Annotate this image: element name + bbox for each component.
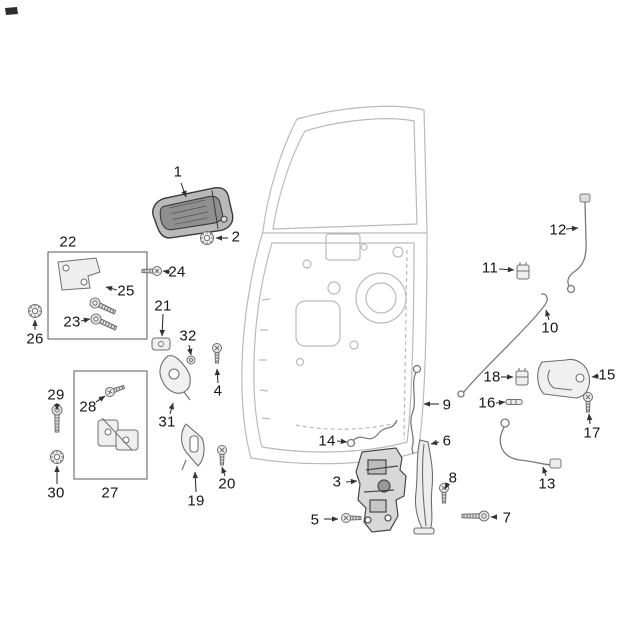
part-drawing-11 (516, 261, 530, 280)
part-drawing-24 (141, 266, 162, 276)
part-label-3: 3 (332, 473, 342, 491)
part-label-18: 18 (483, 368, 501, 386)
part-label-20: 20 (218, 475, 236, 493)
part-drawing-12 (566, 193, 591, 294)
callout-arrow-11 (498, 266, 515, 273)
part-label-16: 16 (478, 394, 496, 412)
part-drawing-13 (499, 418, 562, 469)
callout-arrow-25 (105, 285, 118, 292)
part-drawing-10 (457, 293, 548, 398)
part-label-31: 31 (158, 413, 176, 431)
part-drawing-17 (583, 392, 593, 413)
part-label-2: 2 (231, 228, 241, 246)
grouping-box-27 (73, 370, 148, 480)
part-drawing-25 (57, 257, 101, 291)
part-drawing-7 (461, 510, 490, 522)
callout-arrow-4 (214, 368, 221, 384)
part-label-26: 26 (26, 330, 44, 348)
part-drawing-14 (346, 419, 398, 448)
part-drawing-16 (505, 399, 523, 405)
part-label-23: 23 (63, 313, 81, 331)
part-drawing-8 (439, 483, 449, 504)
part-label-7: 7 (502, 509, 512, 527)
callout-arrow-19 (192, 471, 199, 493)
part-label-5: 5 (310, 511, 320, 529)
part-label-13: 13 (538, 475, 556, 493)
part-label-12: 12 (549, 221, 567, 239)
part-drawing-9 (410, 364, 422, 455)
part-label-9: 9 (442, 396, 452, 414)
part-label-8: 8 (448, 469, 458, 487)
callout-arrow-32 (187, 344, 193, 356)
part-drawing-20 (217, 445, 227, 466)
callout-arrow-14 (336, 438, 348, 445)
part-label-22: 22 (59, 233, 77, 251)
part-label-1: 1 (173, 163, 183, 181)
part-label-28: 28 (79, 398, 97, 416)
part-label-6: 6 (442, 432, 452, 450)
callout-arrow-20 (221, 466, 227, 477)
callout-arrow-10 (545, 309, 551, 321)
part-drawing-28 (103, 382, 127, 399)
callout-arrow-16 (495, 399, 506, 406)
callout-arrow-13 (542, 466, 548, 477)
callout-arrow-24 (162, 269, 171, 275)
part-drawing-15 (537, 358, 591, 399)
callout-arrow-23 (80, 317, 91, 324)
callout-arrow-15 (591, 373, 600, 379)
part-drawing-4 (212, 343, 222, 364)
part-label-15: 15 (598, 366, 616, 384)
part-label-32: 32 (179, 327, 197, 345)
callout-arrow-8 (444, 482, 451, 490)
part-label-10: 10 (541, 319, 559, 337)
callout-arrow-3 (345, 478, 358, 485)
part-drawing-19 (180, 423, 205, 471)
part-drawing-23a (87, 295, 118, 318)
callout-arrow-12 (565, 225, 579, 232)
part-drawing-5 (341, 513, 362, 523)
part-label-30: 30 (47, 484, 65, 502)
callout-arrow-28 (95, 395, 106, 403)
part-drawing-2 (200, 231, 214, 245)
part-label-14: 14 (318, 432, 336, 450)
part-drawing-26 (28, 304, 42, 318)
grouping-box-22 (47, 251, 148, 340)
part-drawing-30 (50, 450, 64, 464)
part-drawing-21 (151, 337, 171, 351)
callout-arrow-1 (180, 182, 187, 198)
part-drawing-31 (159, 355, 191, 401)
part-label-25: 25 (117, 282, 135, 300)
part-drawing-32 (186, 355, 196, 365)
callout-arrow-21 (159, 313, 166, 337)
part-drawing-27 (97, 417, 139, 451)
part-label-19: 19 (187, 492, 205, 510)
part-drawing-3 (355, 447, 407, 533)
part-drawing-23b (88, 311, 119, 334)
corner-watermark-mark (5, 7, 18, 15)
part-label-27: 27 (101, 484, 119, 502)
callout-arrow-17 (586, 413, 593, 425)
part-drawing-18 (515, 367, 529, 386)
part-label-17: 17 (583, 424, 601, 442)
door-panel-drawing (241, 105, 428, 465)
part-drawing-6 (413, 439, 435, 535)
part-label-24: 24 (168, 263, 186, 281)
part-label-11: 11 (481, 259, 499, 277)
part-label-21: 21 (154, 297, 172, 315)
part-label-4: 4 (213, 382, 223, 400)
part-label-29: 29 (47, 386, 65, 404)
part-drawing-1 (152, 186, 234, 239)
callout-arrow-6 (430, 439, 440, 446)
callout-arrow-layer (32, 182, 600, 522)
callout-arrow-31 (168, 402, 175, 415)
